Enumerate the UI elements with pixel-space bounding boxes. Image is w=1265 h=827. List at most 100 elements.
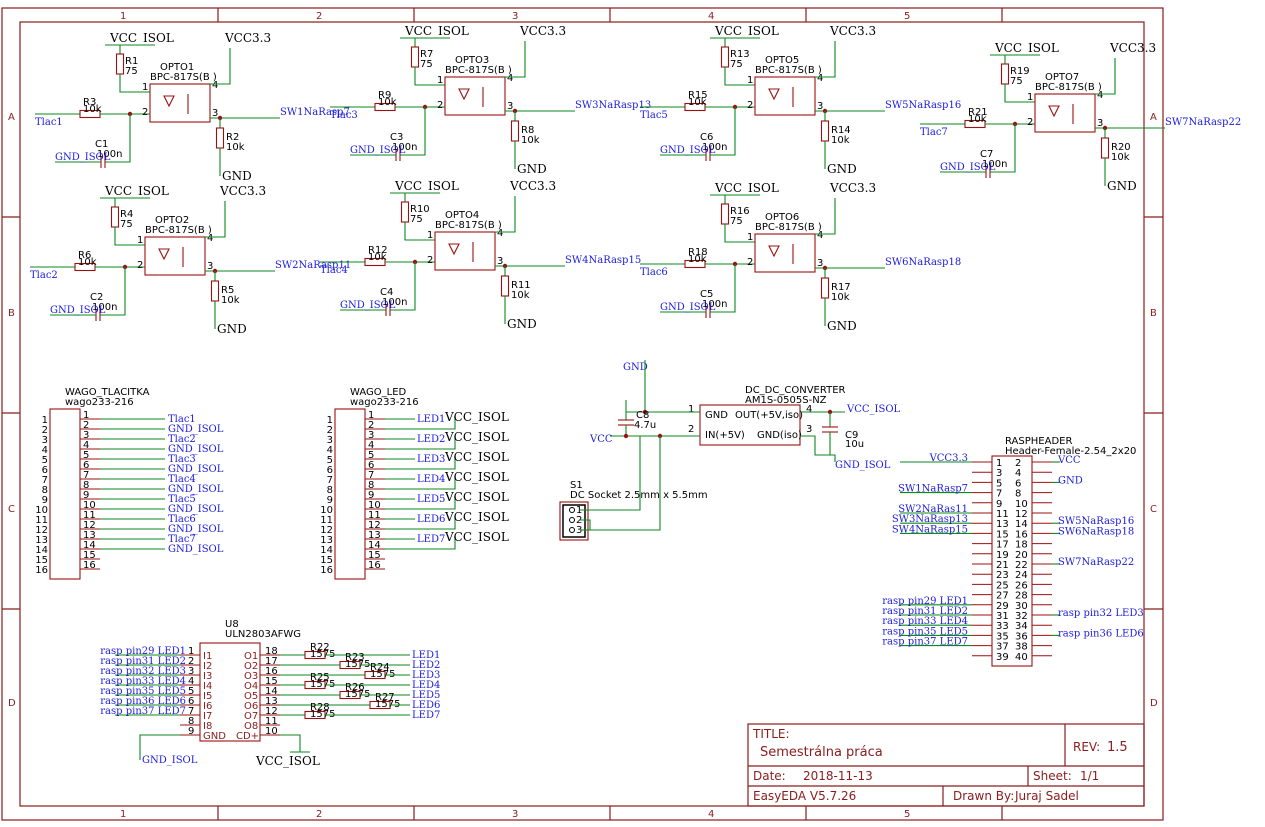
resistor-value: 10k <box>226 142 245 153</box>
vcc-isol-label: VCC_ISOL <box>714 24 779 38</box>
connector-pin-number: 7 <box>42 475 48 486</box>
rasp-pin-number: 40 <box>1015 652 1028 663</box>
net-label-tlac: Tlac4 <box>320 265 348 276</box>
net-label-tlac: Tlac7 <box>920 127 948 138</box>
net-label-tlac: Tlac3 <box>330 110 358 121</box>
uln-pin-number: 12 <box>265 706 278 717</box>
uln-pin-label: O8 <box>244 721 258 732</box>
resistor-value: 10k <box>521 135 540 146</box>
connector-pin-label: 14 <box>368 540 381 551</box>
led-symbol <box>158 248 170 261</box>
gnd-label: GND <box>222 169 252 183</box>
connector-pin-number: 5 <box>327 455 333 466</box>
wago-vcc-label: VCC_ISOL <box>444 490 509 504</box>
capacitor-value: 100n <box>92 302 117 313</box>
connector-pin-label: 15 <box>83 550 96 561</box>
rasp-pin-number: 10 <box>1015 499 1028 510</box>
uln-pin-label: I5 <box>203 691 212 702</box>
wire <box>414 67 445 86</box>
opto-block-2: VCC_ISOLR475Tlac2R610kC2100nGND_ISOLOPTO… <box>30 184 351 336</box>
wago-net-label: Tlac7 <box>168 534 196 545</box>
resistor-ref: R19 <box>1010 66 1030 77</box>
connector-body <box>49 408 81 580</box>
row-label: D <box>8 698 16 709</box>
wire <box>830 454 836 462</box>
connector-pin-label: 5 <box>368 450 374 461</box>
wire <box>385 517 456 530</box>
connector-pin-number: 8 <box>42 485 48 496</box>
net-label-gnd-isol: GND_ISOL <box>55 152 111 163</box>
junction-dot <box>623 433 629 439</box>
resistor-ref: R21 <box>968 107 988 118</box>
connector-pin-number: 10 <box>35 505 48 516</box>
uln-input-net: rasp pin37 LED7 <box>100 706 186 717</box>
wire <box>385 477 456 490</box>
wago-net-label: Tlac1 <box>168 414 196 425</box>
row-label: A <box>8 112 15 123</box>
uln-pin-label: I8 <box>203 721 212 732</box>
vcc-isol-label: VCC_ISOL <box>104 184 169 198</box>
gnd-label: GND <box>507 317 537 331</box>
rasp-pin-number: 25 <box>996 580 1009 591</box>
socket-inner <box>562 504 586 538</box>
connector-pin-label: 4 <box>368 440 374 451</box>
resistor-body <box>215 127 225 149</box>
rasp-pin-number: 3 <box>996 468 1002 479</box>
capacitor-value: 100n <box>382 297 407 308</box>
resistor-ref: R11 <box>511 280 531 291</box>
opto-block-4: VCC_ISOLR1075Tlac4R1210kC4100nGND_ISOLOP… <box>320 179 641 331</box>
title-label: TITLE: <box>752 727 790 741</box>
resistor-body <box>1000 63 1010 85</box>
rasp-pin-number: 14 <box>1015 519 1028 530</box>
pin-number: 3 <box>817 101 823 112</box>
pin-number: 3 <box>212 108 218 119</box>
wago-vcc-label: VCC_ISOL <box>444 430 509 444</box>
wago-vcc-label: VCC_ISOL <box>444 410 509 424</box>
connector-pin-number: 7 <box>327 475 333 486</box>
uln-resistor-ref: R22 <box>310 642 330 653</box>
uln-output-net: LED5 <box>412 690 440 701</box>
connector-pin-number: 5 <box>42 455 48 466</box>
vcc33-label: VCC3.3 <box>829 24 876 38</box>
connector-pin-label: 15 <box>368 550 381 561</box>
resistor-ref: R1 <box>125 56 138 67</box>
pin-number: 2 <box>427 255 433 266</box>
optocoupler-body <box>444 76 506 116</box>
col-label: 3 <box>512 809 518 820</box>
wire <box>580 436 641 511</box>
row-label: D <box>1150 698 1158 709</box>
wago-led-net: LED7 <box>417 534 445 545</box>
connector-pin-label: 16 <box>368 560 381 571</box>
rasp-pin-number: 18 <box>1015 540 1028 551</box>
connector-pin-number: 9 <box>42 495 48 506</box>
rasp-net-right: SW5NaRasp16 <box>1058 516 1134 527</box>
rasp-pin-number: 32 <box>1015 611 1028 622</box>
net-label-gnd-isol: GND_ISOL <box>660 145 716 156</box>
dcdc-gnd-label: GND <box>623 362 648 373</box>
rasp-pin-number: 30 <box>1015 601 1028 612</box>
uln-resistor-ref: R26 <box>345 682 365 693</box>
pin-number: 4 <box>507 73 513 84</box>
wago-vcc-label: VCC_ISOL <box>444 510 509 524</box>
socket-ref: S1 <box>570 480 583 491</box>
vcc33-label: VCC3.3 <box>1109 41 1156 55</box>
resistor-body <box>720 46 730 68</box>
net-label-tlac: Tlac5 <box>640 110 668 121</box>
rasp-net-left: SW2NaRas11 <box>898 504 968 515</box>
resistor-body <box>720 203 730 225</box>
gnd-label: GND <box>1107 179 1137 193</box>
uln-pin-number: 8 <box>188 716 194 727</box>
wago-net-label: GND_ISOL <box>168 484 224 495</box>
socket-pin-number: 1 <box>576 505 582 516</box>
pin-number: 3 <box>806 424 812 435</box>
socket-pin <box>569 527 575 533</box>
resistor-body <box>400 201 410 223</box>
junction-dot <box>642 409 648 415</box>
resistor-ref: R5 <box>221 285 234 296</box>
sheet-label: Sheet: <box>1033 769 1072 783</box>
resistor-value: 75 <box>410 214 423 225</box>
wire <box>105 114 131 163</box>
